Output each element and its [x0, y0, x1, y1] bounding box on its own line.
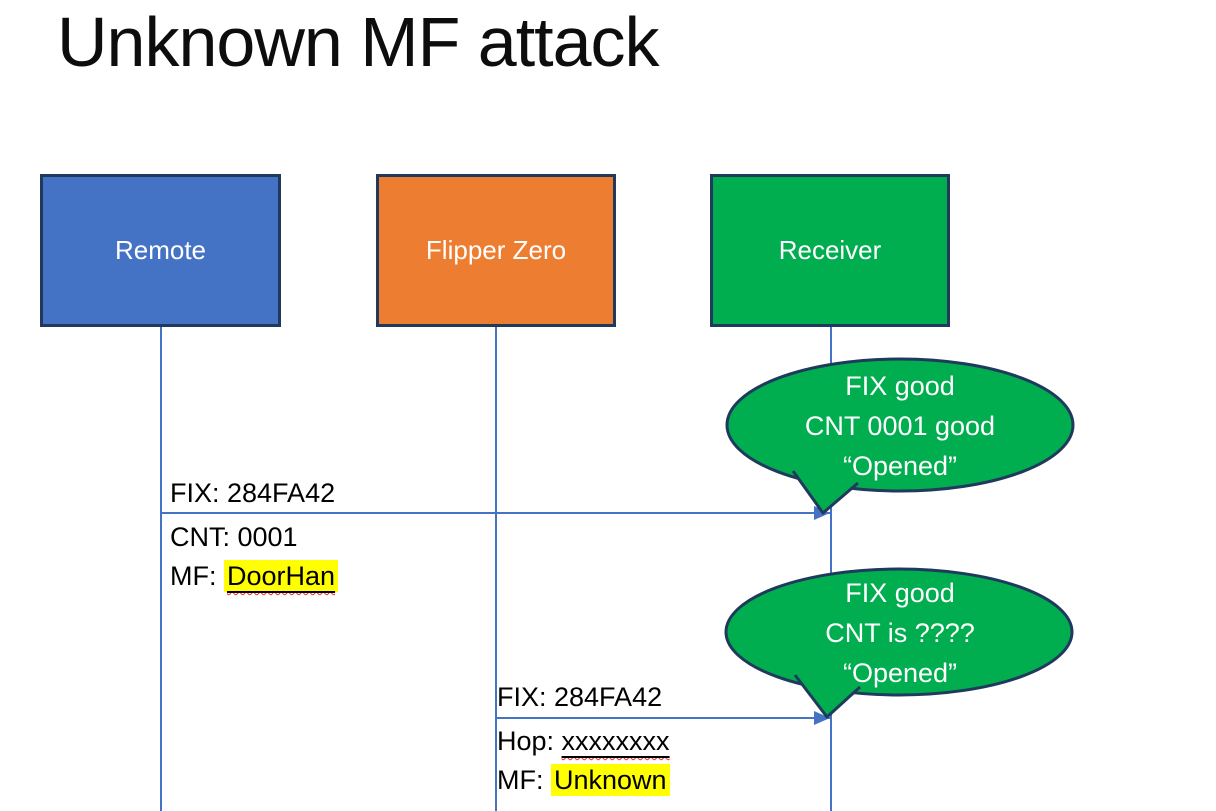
callout2-line1: FIX good — [845, 578, 955, 608]
message2-fix-label: FIX: 284FA42 — [497, 682, 663, 712]
message1-mf-value: DoorHan — [227, 561, 336, 591]
actor-label-flipper-zero: Flipper Zero — [425, 235, 567, 265]
message1-details: CNT: 0001 MF: DoorHan — [170, 518, 339, 596]
callout2-line3: “Opened” — [842, 658, 958, 688]
actor-label-remote: Remote — [114, 235, 207, 265]
message2-mf-label: MF: Unknown — [497, 761, 670, 800]
slide-title: Unknown MF attack — [57, 3, 660, 81]
message2-hop-squiggle: xxxxxxxx — [562, 726, 670, 756]
callout2-line2: CNT is ???? — [825, 618, 975, 648]
message1-cnt-label: CNT: 0001 — [170, 522, 298, 552]
callout-receiver-unknown-cnt: FIX good CNT is ???? “Opened” — [715, 555, 1085, 725]
message1-mf-prefix: MF: — [170, 561, 224, 591]
message1-fix-label: FIX: 284FA42 — [170, 478, 336, 508]
actor-label-receiver: Receiver — [778, 235, 882, 265]
lifeline-flipper-zero — [495, 327, 497, 811]
message1-mf-label: MF: DoorHan — [170, 557, 339, 596]
callout1-text: FIX good CNT 0001 good “Opened” — [715, 366, 1085, 486]
callout1-line1: FIX good — [845, 371, 955, 401]
message1-mf-highlight: DoorHan — [224, 560, 339, 592]
callout2-text: FIX good CNT is ???? “Opened” — [715, 573, 1085, 693]
actor-box-remote: Remote — [40, 174, 281, 327]
message2-hop-value: xxxxxxxx — [561, 726, 670, 756]
message2-hop-label: Hop: xxxxxxxx — [497, 722, 670, 761]
callout1-line2: CNT 0001 good — [804, 411, 996, 441]
actor-box-receiver: Receiver — [710, 174, 950, 327]
callout1-line3: “Opened” — [842, 451, 958, 481]
speech-bubble-icon — [725, 357, 1075, 515]
message2-hop-prefix: Hop: — [497, 726, 562, 756]
lifeline-receiver — [830, 327, 832, 811]
callout-receiver-accepts: FIX good CNT 0001 good “Opened” — [715, 350, 1085, 520]
message2-details: Hop: xxxxxxxx MF: Unknown — [497, 722, 670, 800]
speech-bubble-icon — [724, 567, 1074, 719]
message2-mf-prefix: MF: — [497, 765, 551, 795]
actor-box-flipper-zero: Flipper Zero — [376, 174, 616, 327]
message2-mf-value: Unknown — [551, 764, 670, 796]
lifeline-remote — [160, 327, 162, 811]
